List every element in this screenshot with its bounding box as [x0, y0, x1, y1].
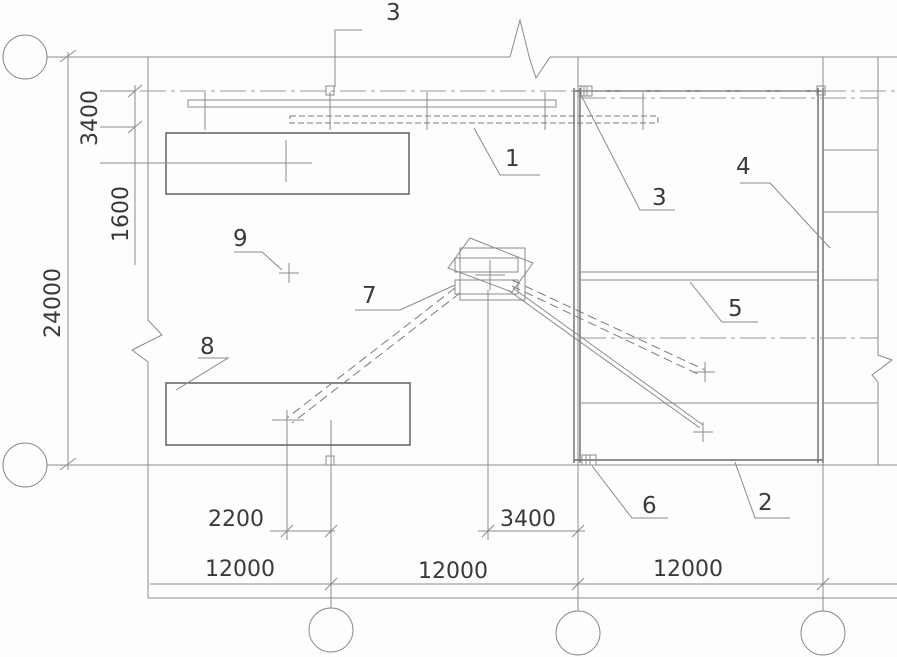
- dimension-lines: [59, 49, 897, 591]
- building-frame: [573, 88, 878, 463]
- callout-9: 9: [233, 226, 248, 252]
- site-boundary: [131, 18, 897, 599]
- grid-lines: [47, 56, 897, 611]
- crane-jibs: [279, 263, 715, 442]
- dim-12000-middle: 12000: [418, 559, 488, 584]
- callout-7: 7: [362, 283, 377, 309]
- callout-8: 8: [200, 334, 215, 360]
- dim-3400-bottom: 3400: [500, 507, 556, 532]
- callout-6: 6: [642, 493, 657, 519]
- callout-3-top: 3: [386, 0, 401, 26]
- axis-bubble-bottom-3: [800, 610, 846, 656]
- storage-area-bottom: [165, 382, 411, 446]
- callout-3-right: 3: [652, 185, 667, 211]
- dim-12000-right: 12000: [653, 557, 723, 582]
- dimension-texts: 3400 1600 24000 2200 3400 12000 12000 12…: [41, 90, 723, 584]
- dim-24000-vertical: 24000: [41, 268, 66, 338]
- dim-12000-left: 12000: [205, 557, 275, 582]
- callout-2: 2: [758, 490, 773, 516]
- dim-3400-vertical: 3400: [78, 90, 103, 146]
- axis-bubble-bottom-2: [555, 610, 601, 656]
- axis-bubble-top-left: [2, 34, 48, 80]
- axis-bubble-bottom-1: [308, 607, 354, 653]
- crane-track: [100, 85, 897, 466]
- dim-2200: 2200: [208, 507, 264, 532]
- storage-areas: [100, 132, 411, 446]
- leader-lines: [175, 29, 831, 519]
- callout-4: 4: [736, 154, 751, 180]
- axis-bubble-bottom-left: [2, 442, 48, 488]
- callout-5: 5: [728, 296, 743, 322]
- dim-1600-vertical: 1600: [109, 186, 134, 242]
- tower-crane: [447, 237, 534, 301]
- callout-1: 1: [505, 146, 520, 172]
- callout-numbers: 1 2 3 3 4 5 6 7 8 9: [200, 0, 773, 519]
